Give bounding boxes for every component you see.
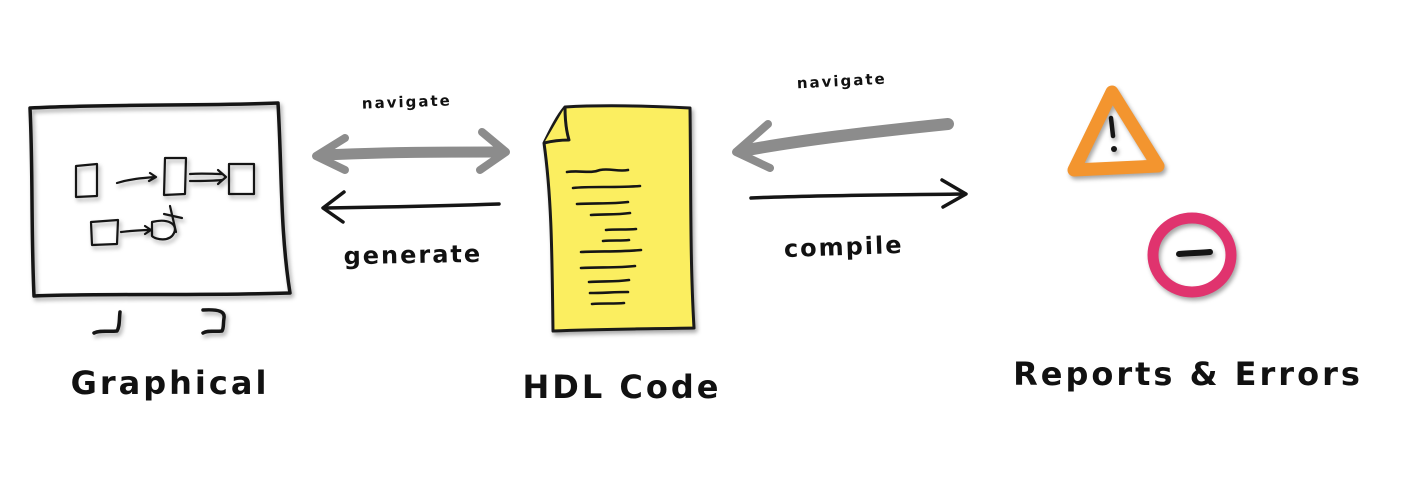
navigate-label-right: navigate bbox=[796, 70, 887, 93]
hdl-code-label: HDL Code bbox=[523, 368, 722, 406]
document-icon bbox=[542, 104, 696, 333]
warning-icon bbox=[1067, 85, 1165, 177]
compile-label: compile bbox=[783, 231, 904, 263]
navigate-arrow-right bbox=[732, 118, 954, 172]
reports-errors-label: Reports & Errors bbox=[1013, 355, 1363, 393]
schematic-sketch bbox=[74, 156, 256, 247]
compile-arrow bbox=[749, 178, 968, 209]
monitor-icon bbox=[28, 101, 292, 335]
navigate-label-left: navigate bbox=[362, 91, 453, 112]
generate-label: generate bbox=[343, 240, 482, 270]
code-lines bbox=[565, 168, 643, 306]
graphical-label: Graphical bbox=[71, 364, 270, 402]
generate-arrow bbox=[321, 190, 501, 224]
error-icon bbox=[1147, 212, 1237, 298]
navigate-arrow-left bbox=[312, 128, 510, 174]
